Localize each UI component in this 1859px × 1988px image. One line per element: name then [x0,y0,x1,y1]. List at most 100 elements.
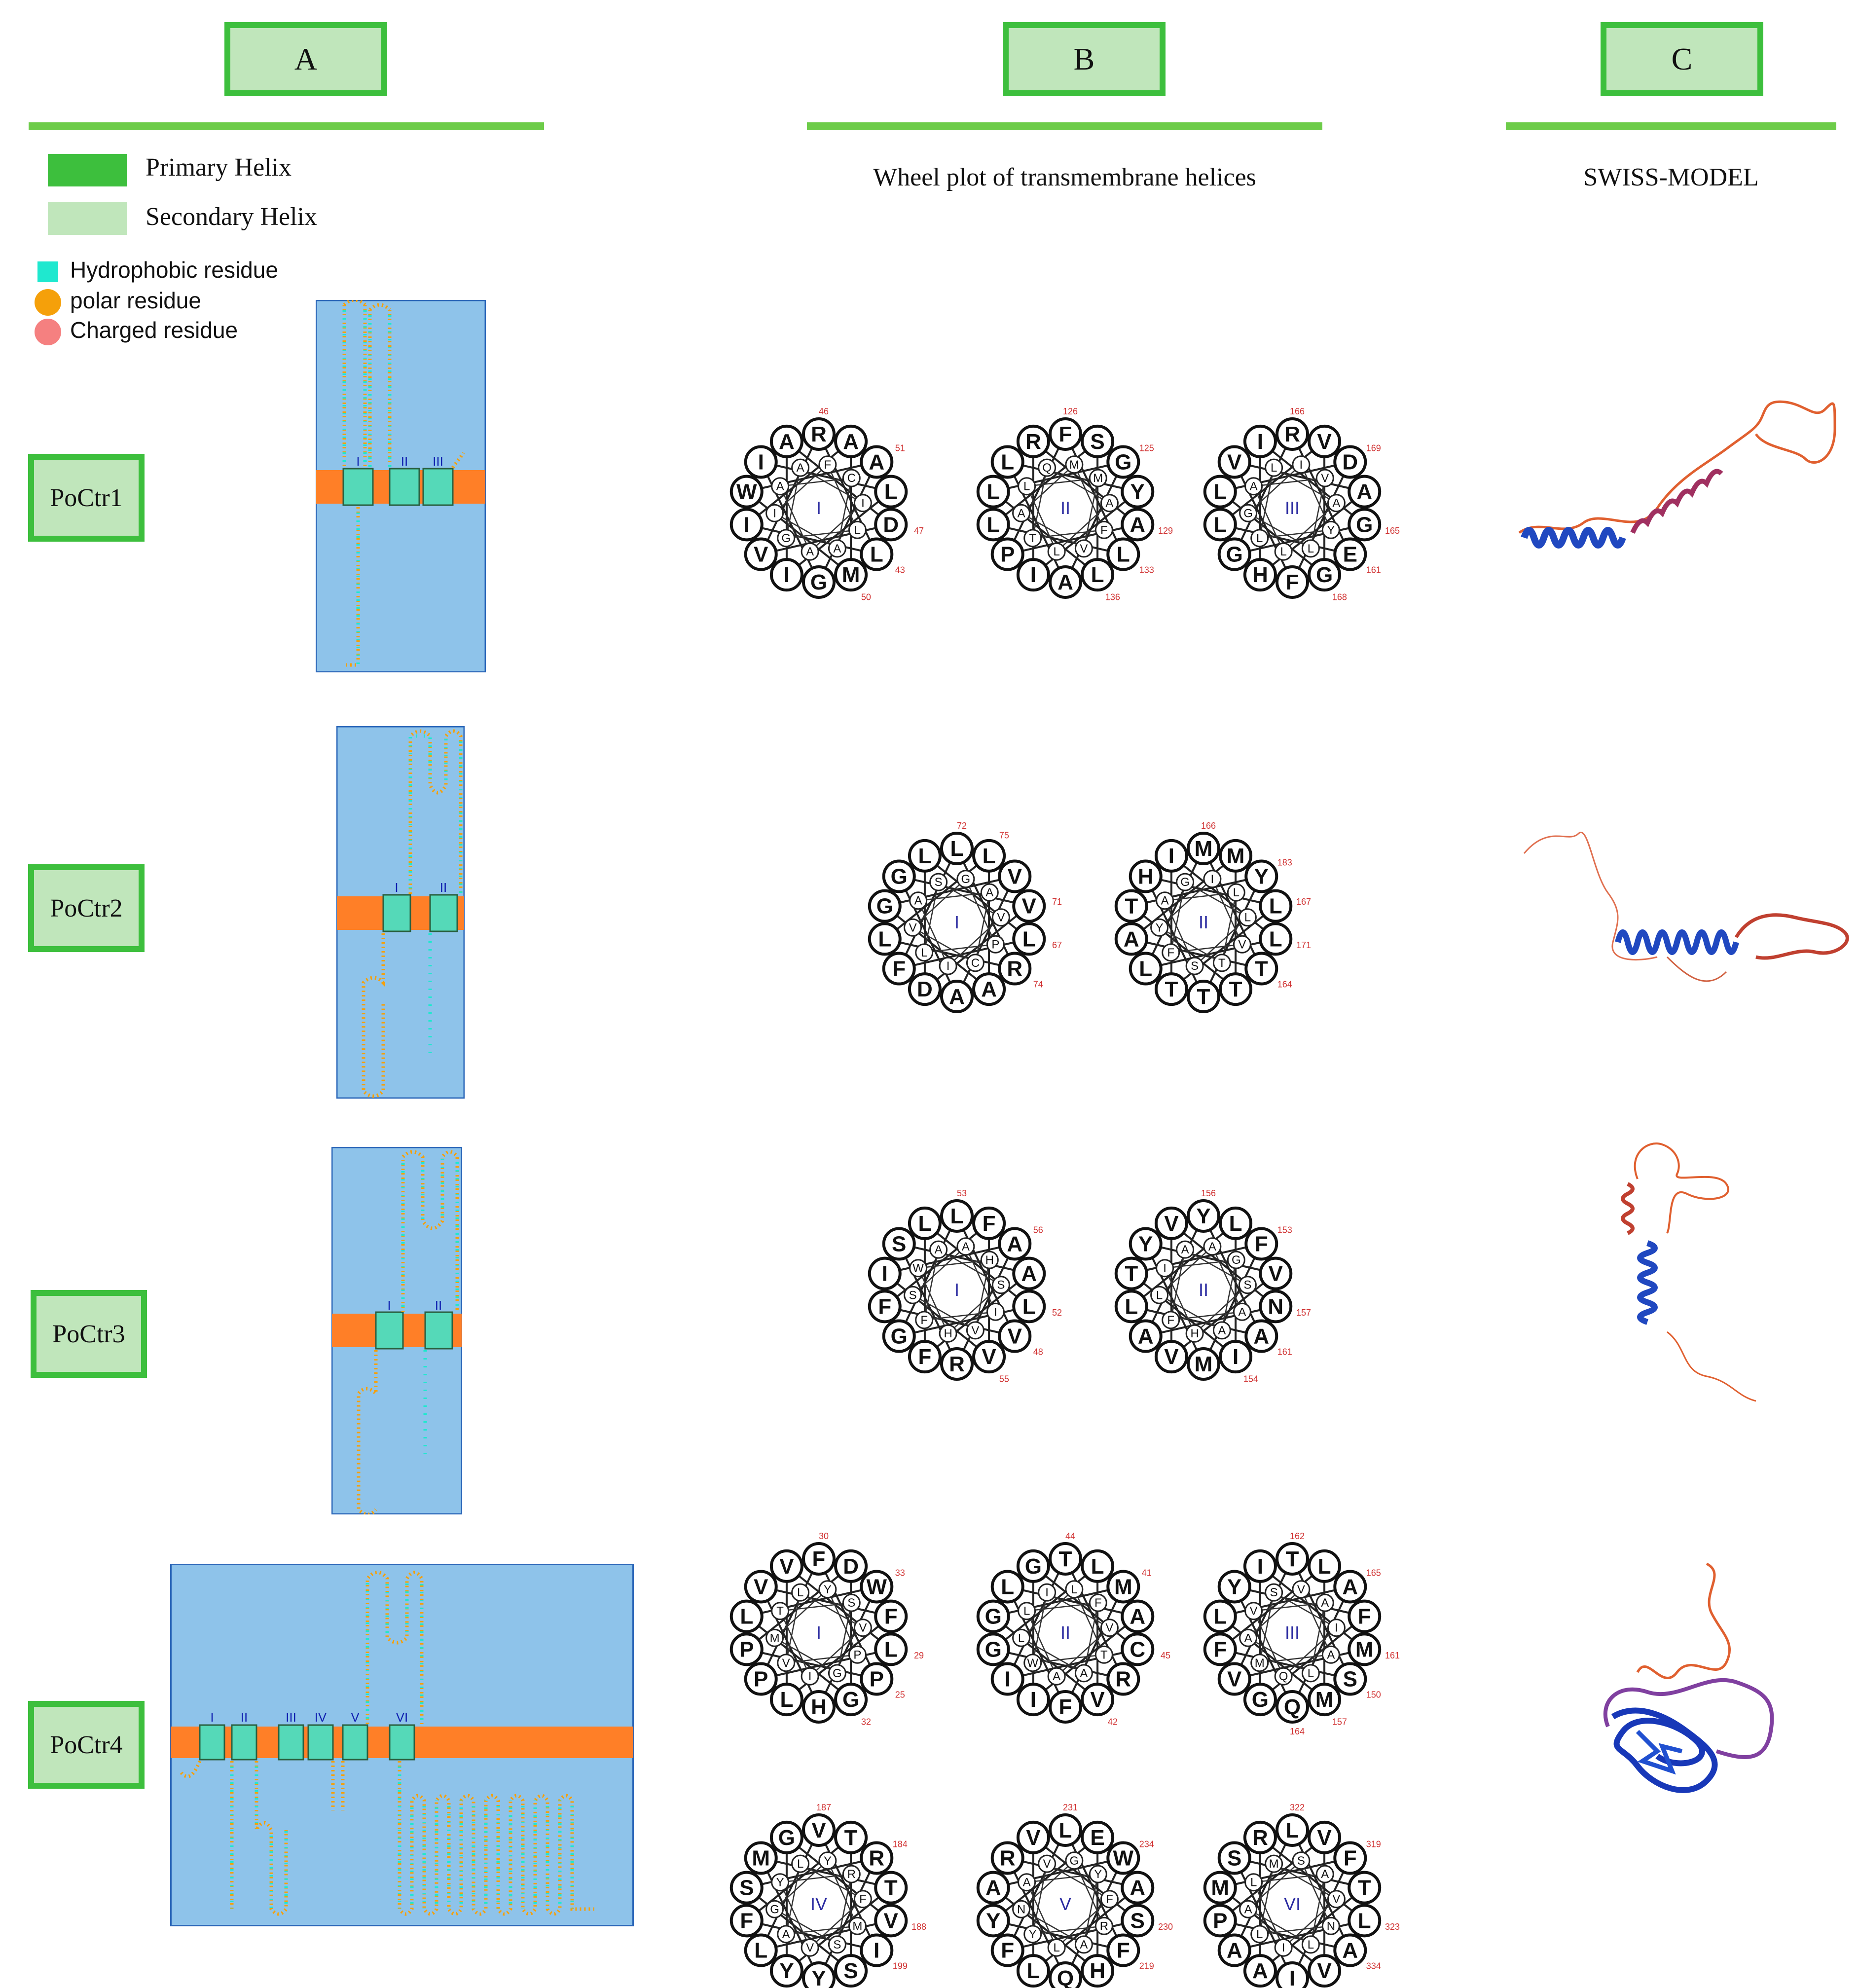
wheel-outer-residue-circle [729,1632,764,1666]
wheel-helix-label: II [1199,912,1208,932]
wheel-residue-number: 166 [1290,406,1305,416]
wheel-outer-residue: R [811,422,827,446]
wheel-outer-residue: P [739,1637,754,1661]
wheel-outer-residue-circle [1016,1683,1050,1717]
wheel-inner-residue-circle [1274,542,1293,561]
wheel-outer-residue-circle [1244,952,1278,986]
column-a-label: A [294,41,318,76]
wheel-residue-number: 136 [1105,592,1120,602]
wheel-outer-residue-circle [1154,1206,1188,1240]
wheel-outer-residue-circle [744,537,778,571]
wheel-outer-residue: G [891,864,908,888]
wheel-outer-residue-circle [1243,1820,1277,1854]
wheel-residue-number: 334 [1366,1961,1381,1971]
wheel-helix-label: III [1285,498,1300,518]
wheel-inner-residue-circle [1315,1593,1334,1612]
wheel-outer-residue: F [740,1909,753,1933]
wheel-inner-residue-circle [1176,873,1195,891]
helical-wheel-poctr4-6: L322VF319TL323A334V327I320AAPMSRSAVNLILA… [1203,1803,1400,1988]
topology-poctr2-helix-label: II [440,880,447,895]
wheel-inner-residue: I [1335,1621,1338,1635]
wheel-outer-residue-circle [1308,1549,1342,1583]
wheel-residue-number: 157 [1332,1717,1347,1727]
topology-poctr3-helix-label: II [435,1298,442,1313]
wheel-outer-residue: L [986,513,1000,537]
wheel-outer-residue: A [1342,1575,1358,1599]
wheel-inner-residue-circle [1203,870,1222,888]
swiss-model-poctr4 [1603,1562,1774,1793]
wheel-inner-residue-circle [1162,943,1180,962]
wheel-inner-residue-circle [1238,908,1257,927]
wheel-outer-residue: A [869,450,884,474]
wheel-helix-label: V [1059,1894,1071,1914]
column-a-rule [29,122,544,130]
wheel-outer-residue: I [784,563,790,587]
wheel-outer-residue: L [1139,957,1152,981]
wheel-inner-residue: L [1023,1605,1030,1618]
wheel-inner-residue: G [1243,507,1253,520]
wheel-inner-residue-circle [1233,1302,1251,1321]
wheel-outer-residue-circle [1333,537,1367,571]
wheel-outer-residue: G [1316,563,1333,587]
wheel-outer-residue-circle [1106,445,1140,479]
wheel-outer-residue: L [1026,1959,1040,1983]
topology-poctr4-helix-label: V [351,1710,360,1725]
wheel-outer-residue-circle [1049,1813,1082,1847]
wheel-outer-residue: V [1008,864,1022,888]
wheel-inner-residue: S [909,1289,917,1302]
wheel-outer-residue: L [1059,1818,1072,1842]
wheel-inner-residue-circle [1074,1935,1093,1954]
wheel-outer-residue: Y [986,1909,1000,1933]
wheel-inner-residue-circle [765,1900,784,1918]
wheel-inner-residue-circle [1227,883,1245,902]
wheel-helix-label: III [1285,1622,1300,1643]
wheel-outer-residue-circle [744,1933,778,1967]
wheel-outer-residue: P [870,1667,884,1692]
wheel-outer-residue: D [1342,450,1358,474]
wheel-inner-residue-circle [1150,1286,1169,1304]
wheel-outer-residue-circle [729,1871,764,1905]
wheel-outer-residue: R [949,1352,965,1376]
wheel-outer-residue-circle [860,537,894,571]
wheel-inner-residue: S [997,1279,1005,1292]
wheel-inner-residue-circle [1023,1654,1042,1672]
wheel-inner-residue-circle [1047,1667,1066,1686]
wheel-inner-residue-circle [771,477,790,496]
wheel-outer-residue-circle [1203,1871,1237,1905]
wheel-outer-residue-circle [860,445,894,479]
wheel-inner-residue-circle [848,1645,867,1664]
wheel-outer-residue: M [842,563,860,587]
wheel-inner-residue-circle [1233,935,1251,954]
wheel-inner-residue: A [1018,507,1025,520]
wheel-inner-residue: Y [1156,921,1164,934]
wheel-outer-residue-circle [1276,565,1309,599]
wheel-inner-residue-circle [1274,1938,1293,1957]
wheel-inner-residue-circle [929,1240,948,1259]
wheel-inner-residue: Q [1279,1670,1288,1683]
wheel-inner-residue: I [861,497,865,510]
wheel-outer-residue: L [1022,1294,1036,1319]
wheel-inner-residue: W [1027,1657,1038,1670]
wheel-residue-number: 171 [1296,940,1311,950]
wheel-outer-residue-circle [868,889,902,923]
topology-poctr4-helix-label: VI [396,1710,408,1725]
wheel-inner-residue-circle [1238,1276,1257,1294]
wheel-inner-residue: A [1250,480,1258,493]
wheel-outer-residue-circle [908,839,942,873]
wheel-outer-residue-circle [1219,839,1253,873]
protein-name-poctr2: PoCtr2 [50,894,123,922]
wheel-inner-residue: I [1282,1941,1285,1954]
wheel-outer-residue: E [1090,1826,1104,1850]
wheel-outer-residue-circle [802,1690,836,1724]
wheel-outer-residue: L [983,844,996,868]
wheel-inner-residue: A [1161,894,1169,908]
wheel-outer-residue: I [744,513,750,537]
wheel-inner-residue: A [1105,497,1113,510]
primary-helix-swatch [48,154,127,186]
wheel-inner-residue: L [1018,1631,1024,1645]
wheel-residue-number: 161 [1385,1651,1400,1660]
wheel-inner-residue: W [912,1262,924,1275]
wheel-outer-residue-circle [834,1820,868,1854]
